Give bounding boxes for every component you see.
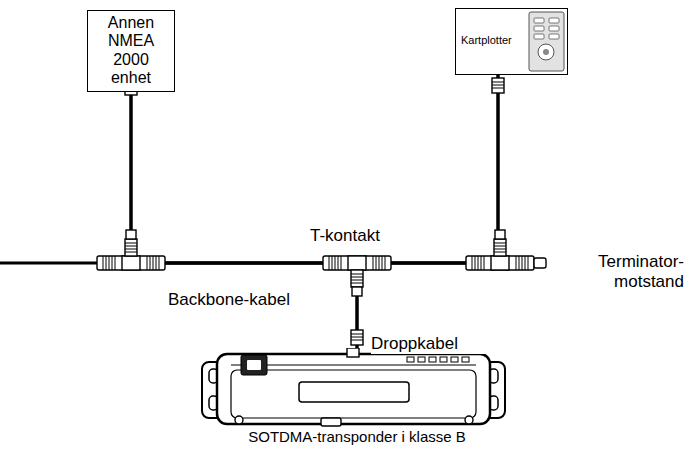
device-box: Annen NMEA 2000 enhet bbox=[87, 10, 175, 92]
transponder-illustration bbox=[201, 348, 506, 428]
part-label: Backbone-kabel bbox=[168, 290, 328, 310]
part-label-text: Terminator- motstand bbox=[572, 252, 684, 291]
terminator-resistor bbox=[534, 258, 546, 268]
node-label: Annen NMEA 2000 enhet bbox=[92, 14, 170, 88]
part-label-text: Droppkabel bbox=[371, 334, 501, 354]
node-label: SOTDMA-transponder i klasse B bbox=[201, 428, 514, 445]
cable-plug bbox=[351, 330, 363, 345]
nmea-cable bbox=[131, 75, 498, 263]
part-label: T-kontakt bbox=[310, 226, 430, 246]
part-label: Droppkabel bbox=[371, 334, 501, 354]
part-label: Terminator- motstand bbox=[572, 252, 684, 291]
part-label-text: T-kontakt bbox=[310, 226, 430, 246]
backbone-cable bbox=[0, 262, 540, 265]
chartplotter-box: Kartplotter bbox=[455, 8, 568, 75]
cable-plug bbox=[492, 78, 504, 93]
part-label-text: Backbone-kabel bbox=[168, 290, 328, 310]
nmea-cable bbox=[131, 92, 357, 348]
transponder-unit: SOTDMA-transponder i klasse B bbox=[201, 348, 514, 445]
nmea-cable bbox=[357, 75, 498, 348]
t-connector bbox=[323, 256, 391, 296]
t-connector bbox=[466, 230, 534, 270]
t-connector bbox=[97, 230, 165, 270]
node-label: Kartplotter bbox=[461, 34, 512, 47]
